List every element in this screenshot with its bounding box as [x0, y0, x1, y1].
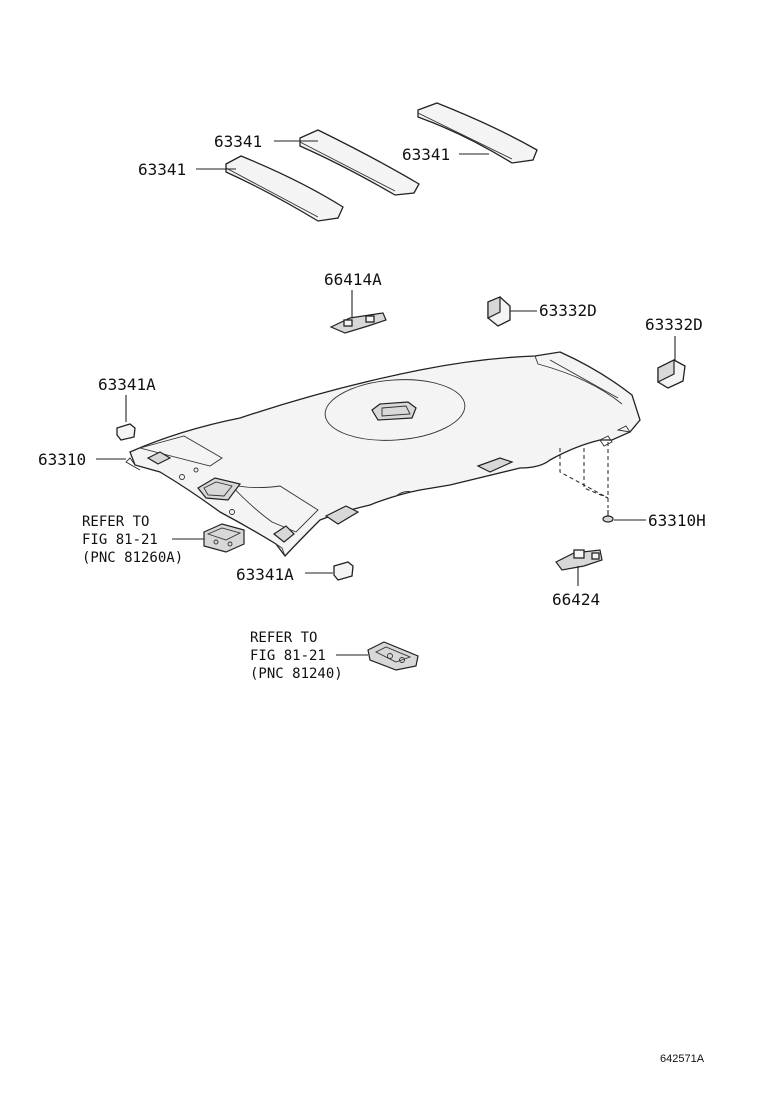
clip-63332d-center: [487, 296, 511, 327]
overhead-lamp-81260a: [203, 523, 245, 553]
ref2-line3: (PNC 81240): [250, 666, 343, 682]
ref1-line3: (PNC 81260A): [82, 550, 183, 566]
label-63341-top-left: 63341: [214, 132, 262, 151]
bracket-66424: [555, 549, 603, 586]
pad-63341-lower-left: [225, 155, 344, 222]
screw-63310h: [602, 510, 614, 523]
ref1-line2: FIG 81-21: [82, 532, 158, 548]
label-63332d-right: 63332D: [645, 315, 703, 334]
map-lamp-81240: [367, 641, 419, 671]
pad-63341-top-left: [299, 129, 420, 196]
install-line-screw: [583, 448, 609, 499]
label-63310: 63310: [38, 450, 86, 469]
install-line-rear: [559, 448, 609, 499]
clip-63332d-right: [657, 359, 686, 389]
label-66424: 66424: [552, 590, 600, 609]
block-63341a-upper: [116, 423, 136, 441]
ref1-line1: REFER TO: [82, 514, 149, 530]
clip-66414a: [329, 312, 387, 334]
block-63341a-lower: [333, 561, 354, 581]
pad-63341-right: [417, 102, 538, 164]
ref2-line1: REFER TO: [250, 630, 317, 646]
label-63341-lower-left: 63341: [138, 160, 186, 179]
label-63341-right: 63341: [402, 145, 450, 164]
label-66414a: 66414A: [324, 270, 382, 289]
label-63341a-upper: 63341A: [98, 375, 156, 394]
label-63310h: 63310H: [648, 511, 706, 530]
figure-code: 642571A: [660, 1053, 705, 1065]
headliner-63310: [125, 351, 641, 558]
ref2-line2: FIG 81-21: [250, 648, 326, 664]
label-63341a-lower: 63341A: [236, 565, 294, 584]
label-63332d-center: 63332D: [539, 301, 597, 320]
